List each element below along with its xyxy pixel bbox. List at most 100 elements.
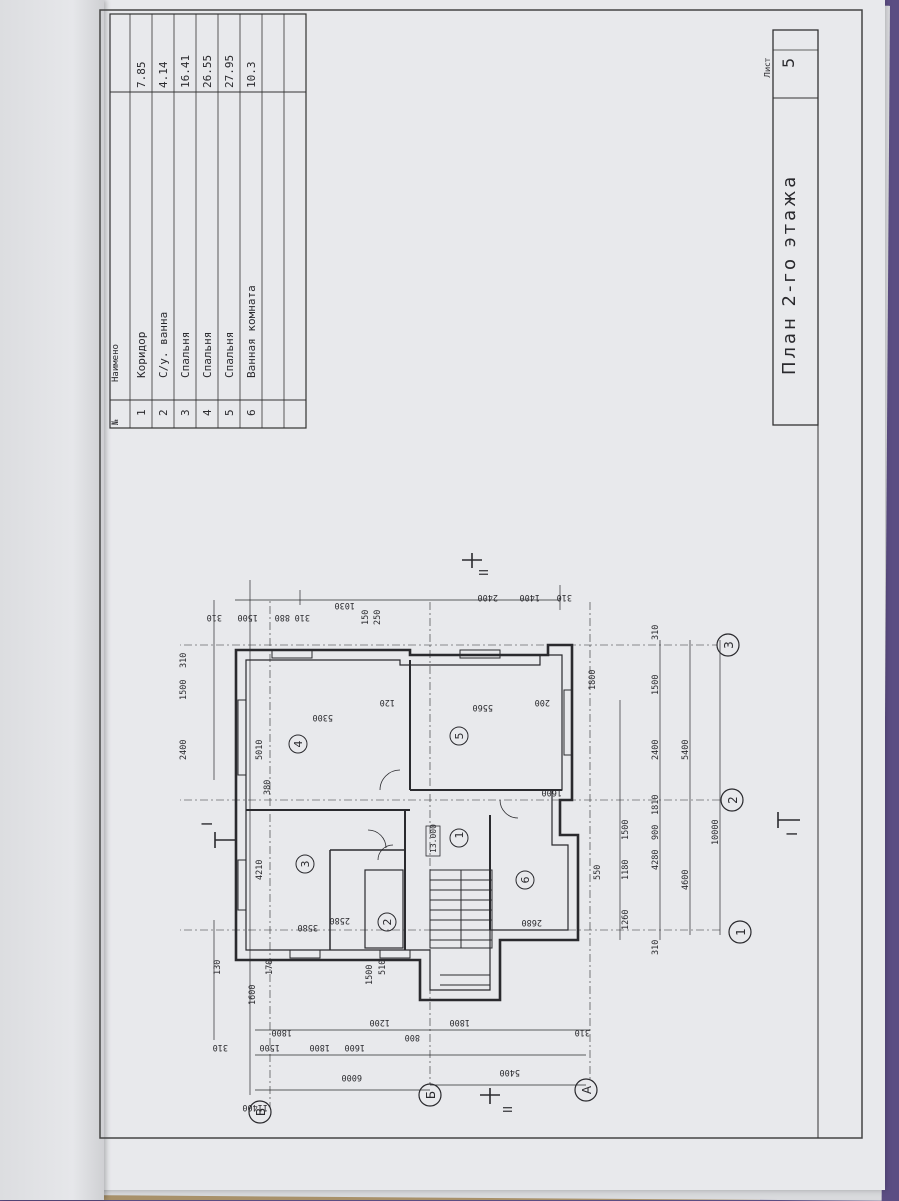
- dim-label: 2580: [330, 915, 350, 925]
- dim-label: 310: [557, 592, 572, 602]
- schedule-row-no: 2: [157, 409, 170, 416]
- room-number: 2: [381, 919, 394, 926]
- dim-label: 510: [378, 960, 388, 975]
- dim-label: 1500: [365, 965, 375, 985]
- room-schedule: № Наимено 1 Коридор 7.85 2 С/у. ванна 4.…: [109, 13, 307, 429]
- schedule-row-name: С/у. ванна: [157, 312, 170, 378]
- dim-label: 1260: [621, 910, 631, 930]
- axis-markers: В Б А 1 2 3: [248, 633, 752, 1124]
- dim-label: 120: [380, 697, 395, 707]
- axis-lines: [180, 600, 720, 1110]
- dim-label: 1500: [621, 820, 631, 840]
- sheet-label: Лист: [763, 57, 772, 78]
- dim-label: 310: [179, 653, 189, 668]
- sheet-title: План 2-го этажа: [779, 174, 800, 375]
- dim-label: 900: [651, 825, 661, 840]
- axis-number: 3: [722, 641, 736, 649]
- dim-label: 1030: [335, 600, 355, 610]
- schedule-row-no: 1: [135, 409, 148, 416]
- dim-label: 170: [265, 960, 275, 975]
- schedule-row-name: Спальня: [201, 332, 214, 378]
- dim-label: 2400: [478, 592, 498, 602]
- dim-label: 1500: [179, 680, 189, 700]
- dim-label: 4210: [255, 860, 265, 880]
- schedule-row-no: 5: [223, 409, 236, 416]
- dimension-lines: [213, 580, 721, 1095]
- schedule-row-name: Спальня: [223, 332, 236, 378]
- dim-label: 5560: [473, 702, 493, 712]
- dim-label: 1500: [260, 1042, 280, 1052]
- dim-label: 5300: [313, 712, 333, 722]
- dim-label: 6000: [342, 1072, 362, 1082]
- dim-label: 150: [361, 610, 371, 625]
- dim-label: 1810: [651, 795, 661, 815]
- schedule-row-area: 7.85: [135, 62, 148, 89]
- dim-label: 250: [373, 610, 383, 625]
- drawing-sheet: [90, 0, 885, 1190]
- schedule-row-name: Коридор: [135, 332, 148, 378]
- dim-label: 310: [295, 612, 310, 622]
- dim-label: 2400: [651, 740, 661, 760]
- schedule-row-name: Ванная комната: [245, 285, 258, 378]
- schedule-header-name: Наимено: [111, 344, 121, 382]
- dim-label: 10000: [711, 819, 721, 845]
- room-number: 5: [453, 733, 466, 740]
- schedule-row-no: 4: [201, 409, 214, 416]
- schedule-row-area: 4.14: [157, 61, 170, 88]
- dim-label: 200: [535, 697, 550, 707]
- room-markers: 1 2 3 4 5 6 13.000: [288, 726, 535, 932]
- dim-label: 1200: [370, 1017, 390, 1027]
- dim-label: 380: [263, 780, 273, 795]
- dim-label: 1500: [238, 612, 258, 622]
- sheet-number: 5: [779, 58, 798, 68]
- left-page: [0, 0, 104, 1200]
- dim-label: 1180: [621, 860, 631, 880]
- dim-label: 1800: [450, 1017, 470, 1027]
- dim-label: 5400: [500, 1067, 520, 1077]
- dim-label: 1800: [272, 1027, 292, 1037]
- staircase: [429, 869, 493, 986]
- dim-label: 1800: [310, 1042, 330, 1052]
- section-mark-label: II: [477, 569, 491, 576]
- room-number: 3: [299, 861, 312, 868]
- schedule-row-area: 16.41: [179, 55, 192, 88]
- dim-label: 1600: [345, 1042, 365, 1052]
- dim-label: 1500: [651, 675, 661, 695]
- windows: [237, 649, 573, 959]
- room-number: 6: [519, 877, 532, 884]
- axis-letter: Б: [424, 1091, 438, 1099]
- dim-label: 3580: [298, 922, 318, 932]
- dimension-labels: 11400 6000 5400 1500 1800 1600 1200 1800…: [179, 592, 721, 1112]
- dim-label: 130: [213, 960, 223, 975]
- level-mark: 13.000: [429, 824, 438, 853]
- bathroom-block: [364, 869, 404, 949]
- axis-letter: В: [254, 1108, 268, 1116]
- section-mark-label: I: [200, 822, 216, 826]
- axis-letter: А: [580, 1085, 594, 1094]
- schedule-row-name: Спальня: [179, 332, 192, 378]
- room-number: 1: [453, 832, 466, 839]
- section-mark-label: I: [785, 832, 801, 836]
- schedule-row-area: 27.95: [223, 55, 236, 88]
- dim-label: 4600: [681, 870, 691, 890]
- dim-label: 2400: [179, 740, 189, 760]
- schedule-row-no: 3: [179, 409, 192, 416]
- schedule-row-area: 26.55: [201, 55, 214, 88]
- dim-label: 2680: [522, 917, 542, 927]
- dim-label: 1600: [542, 787, 562, 797]
- schedule-row-area: 10.3: [245, 62, 258, 89]
- dim-label: 310: [213, 1042, 228, 1052]
- dim-label: 800: [405, 1032, 420, 1042]
- dim-label: 11400: [242, 1102, 268, 1112]
- dim-label: 310: [207, 612, 222, 622]
- section-marks: [214, 553, 800, 1104]
- door-swings: [367, 769, 519, 861]
- dim-label: 550: [593, 865, 603, 880]
- dim-label: 4280: [651, 850, 661, 870]
- dim-label: 5010: [255, 740, 265, 760]
- dim-label: 5400: [681, 740, 691, 760]
- dim-label: 1400: [520, 592, 540, 602]
- dim-label: 1600: [248, 985, 258, 1005]
